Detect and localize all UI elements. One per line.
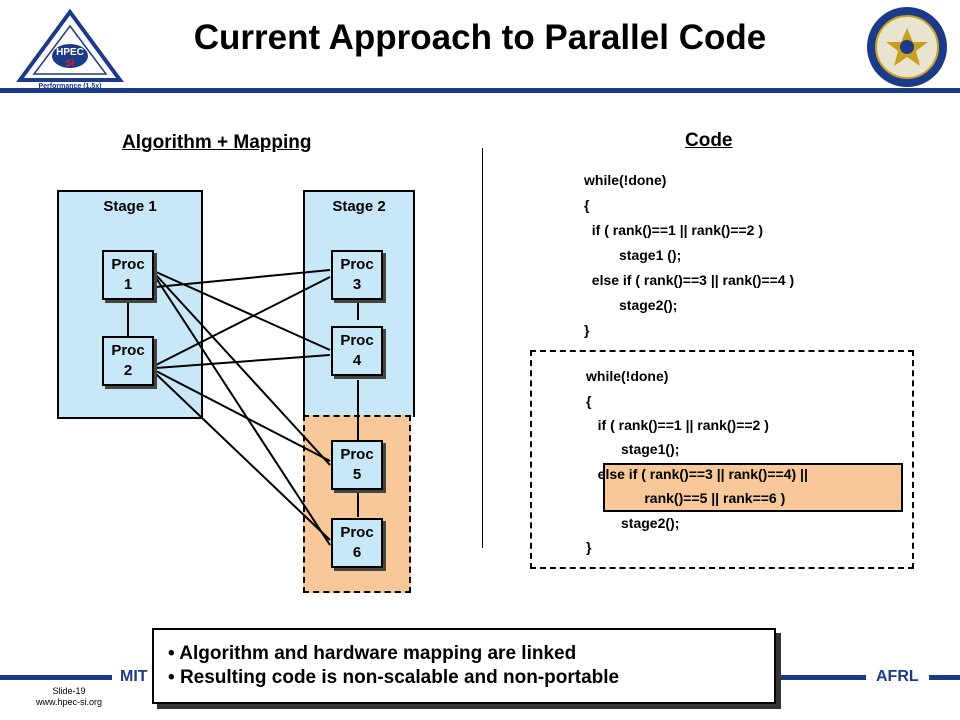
proc-3-box: Proc 3 xyxy=(331,250,383,300)
proc-4-number: 4 xyxy=(352,352,362,369)
proc-3-number: 3 xyxy=(352,276,362,293)
proc-4-box: Proc 4 xyxy=(331,326,383,376)
svg-text:Performance (1.5x): Performance (1.5x) xyxy=(38,83,101,90)
stage-1-label: Stage 1 xyxy=(103,198,157,215)
line-proc1-proc6 xyxy=(155,277,331,546)
code2-line: } xyxy=(586,539,592,555)
header-rule xyxy=(0,88,960,93)
code1-line: stage2(); xyxy=(584,297,678,313)
svg-text:HPEC: HPEC xyxy=(56,47,84,58)
svg-text:SI: SI xyxy=(66,58,75,68)
code1-line: { xyxy=(584,197,590,213)
bullet-text: Resulting code is non-scalable and non-p… xyxy=(179,667,620,688)
code2-line: while(!done) xyxy=(586,368,669,384)
bullet-text: Algorithm and hardware mapping are linke… xyxy=(179,643,577,664)
slide-info: Slide-19 www.hpec-si.org xyxy=(36,686,102,708)
proc-6-box: Proc 6 xyxy=(331,518,383,568)
algorithm-mapping-heading: Algorithm + Mapping xyxy=(122,132,312,153)
proc-3-word: Proc xyxy=(340,256,374,273)
page-title: Current Approach to Parallel Code xyxy=(193,18,767,57)
proc-2-number: 2 xyxy=(123,362,133,379)
proc-1-word: Proc xyxy=(111,256,145,273)
line-proc2-proc6 xyxy=(155,373,331,541)
hpec-si-logo: HPEC SI Performance (1.5x) xyxy=(12,8,128,90)
scaled-code-box xyxy=(530,350,914,569)
code1-line: stage1 (); xyxy=(584,247,682,263)
proc-5-word: Proc xyxy=(340,446,374,463)
afrl-label: AFRL xyxy=(866,668,929,686)
dod-seal xyxy=(866,6,948,88)
code2-line: if ( rank()==1 || rank()==2 ) xyxy=(586,417,769,433)
panel-divider xyxy=(482,148,483,548)
line-proc2-proc3 xyxy=(155,276,331,366)
proc-6-word: Proc xyxy=(340,524,374,541)
code2-line: else if ( rank()==3 || rank()==4) || xyxy=(586,466,808,482)
code1-line: else if ( rank()==3 || rank()==4 ) xyxy=(584,272,795,288)
code2-line: stage2(); xyxy=(586,515,680,531)
proc-1-number: 1 xyxy=(123,276,133,293)
line-proc2-proc5 xyxy=(155,370,331,462)
summary-callout: • Algorithm and hardware mapping are lin… xyxy=(152,628,776,704)
site-url: www.hpec-si.org xyxy=(36,697,103,707)
code-change-highlight xyxy=(603,463,903,512)
proc-1-box: Proc 1 xyxy=(102,250,154,300)
code2-line: { xyxy=(586,393,592,409)
code1-line: while(!done) xyxy=(584,172,667,188)
proc-2-box: Proc 2 xyxy=(102,336,154,386)
code2-line: rank()==5 || rank==6 ) xyxy=(586,490,786,506)
line-proc2-proc4 xyxy=(155,354,331,369)
code1-line: } xyxy=(584,322,590,338)
line-proc1-proc3 xyxy=(155,269,331,288)
proc-5-box: Proc 5 xyxy=(331,440,383,490)
proc-6-number: 6 xyxy=(352,544,362,561)
slide-number: Slide-19 xyxy=(52,686,86,696)
mit-label: MIT xyxy=(112,668,156,686)
code-heading: Code xyxy=(685,130,733,151)
code2-line: stage1(); xyxy=(586,441,680,457)
proc-5-number: 5 xyxy=(352,466,362,483)
bullet-item: • Resulting code is non-scalable and non… xyxy=(168,667,620,688)
line-proc1-proc5 xyxy=(155,274,331,466)
stage-2-label: Stage 2 xyxy=(332,198,386,215)
proc-2-word: Proc xyxy=(111,342,145,359)
proc-4-word: Proc xyxy=(340,332,374,349)
code1-line: if ( rank()==1 || rank()==2 ) xyxy=(584,222,764,238)
stage-2-box: Stage 2 xyxy=(303,190,415,417)
bullet-item: • Algorithm and hardware mapping are lin… xyxy=(168,643,577,664)
